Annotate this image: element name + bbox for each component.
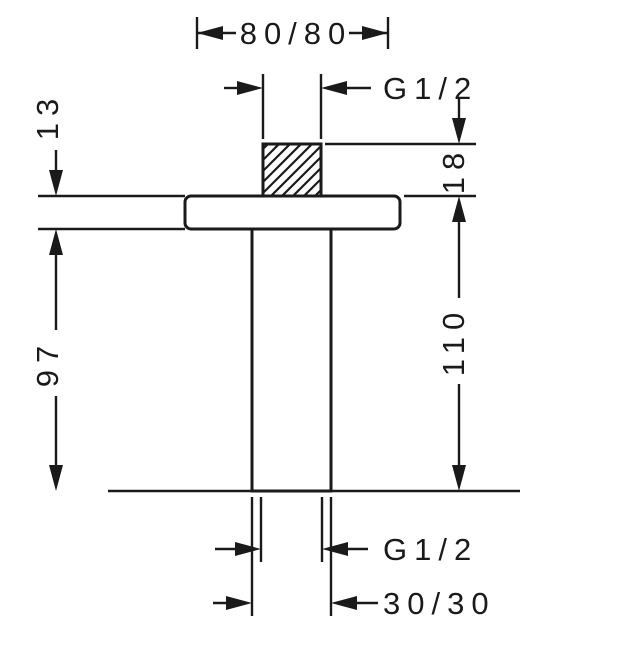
arrow-left-icon — [331, 596, 357, 610]
dim-label-pipe-length: 97 — [30, 339, 65, 387]
arrow-right-icon — [235, 542, 261, 556]
ceiling-plate — [183, 194, 402, 231]
arrow-up-icon — [49, 229, 63, 255]
dim-label-pipe-section: 30/30 — [383, 586, 496, 621]
dimension-top-thread: G1/2 — [224, 71, 478, 139]
arrow-right-icon — [226, 596, 252, 610]
dimension-pipe-length: 97 — [30, 229, 65, 491]
dimension-bottom-thread: G1/2 — [215, 497, 478, 567]
dim-label-plate-thickness: 13 — [30, 92, 65, 140]
arrow-down-icon — [49, 170, 63, 196]
arrow-down-icon — [49, 465, 63, 491]
arrow-right-icon — [237, 81, 263, 95]
dim-label-stub-height: 18 — [436, 146, 471, 194]
arrow-right-icon — [362, 26, 388, 40]
dim-label-overall-length: 110 — [436, 306, 471, 376]
dim-label-top-thread: G1/2 — [383, 71, 478, 106]
dimension-stub-height: 18 — [325, 98, 476, 198]
thread-hatching — [263, 144, 321, 196]
dim-label-top-width: 80/80 — [240, 16, 353, 51]
arrow-left-icon — [321, 81, 347, 95]
arrow-left-icon — [197, 26, 223, 40]
down-pipe — [250, 227, 333, 493]
fixture — [183, 142, 402, 493]
dimension-plate-thickness: 13 — [30, 92, 185, 231]
arrow-up-icon — [452, 196, 466, 222]
dim-label-bottom-thread: G1/2 — [383, 532, 478, 567]
dimension-top-width: 80/80 — [195, 16, 390, 51]
dimension-pipe-section: 30/30 — [213, 497, 496, 621]
arrow-down-icon — [452, 118, 466, 144]
dimension-overall-length: 110 — [436, 196, 471, 491]
arrow-down-icon — [452, 465, 466, 491]
thread-stub — [261, 142, 323, 202]
arrow-left-icon — [322, 542, 348, 556]
